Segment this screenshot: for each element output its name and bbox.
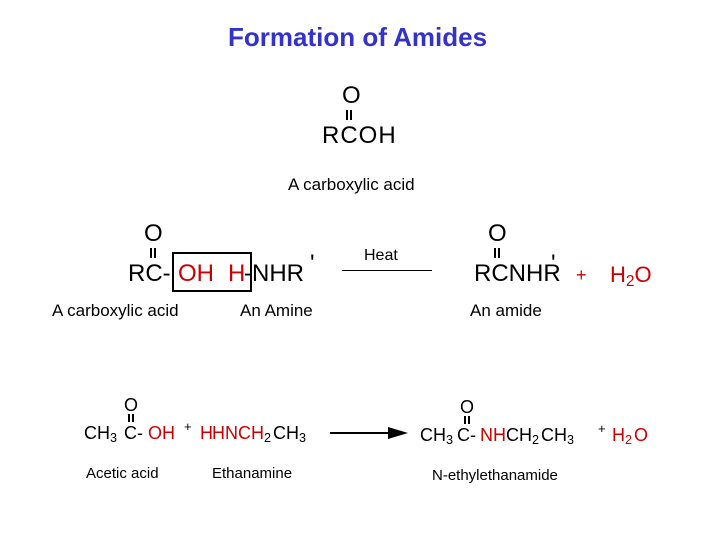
water-sub: 2 xyxy=(625,272,635,290)
bottom-c: C- xyxy=(124,423,143,443)
top-oxygen: O xyxy=(342,82,361,109)
top-double-bond xyxy=(346,110,352,120)
mid-oxygen: O xyxy=(144,220,163,247)
top-label: A carboxylic acid xyxy=(288,175,415,194)
bottom-ch3-sub: 3 xyxy=(110,431,118,446)
bottom-ch3: CH3 xyxy=(84,424,117,445)
bottom-product-plus: + xyxy=(598,421,606,436)
mid-oh: OH xyxy=(178,260,214,287)
bottom-ch: CH xyxy=(84,423,110,443)
bp-ch3b: CH xyxy=(541,425,568,445)
bw-h: H xyxy=(612,425,625,445)
mid-prime: ' xyxy=(310,250,315,277)
product-label: An amide xyxy=(470,301,542,320)
bp-ch2: CH xyxy=(506,425,533,445)
bottom-double-bond xyxy=(128,414,134,422)
top-formula: RCOH xyxy=(322,122,397,149)
bottom-amine-sub: 2 xyxy=(264,431,272,446)
page-title: Formation of Amides xyxy=(228,22,488,52)
bottom-reaction-arrow xyxy=(330,427,408,439)
bp-ch: CH xyxy=(420,425,446,445)
bottom-h: H xyxy=(200,423,213,443)
bottom-product-oxygen: O xyxy=(460,397,475,417)
bottom-amine-end: CH xyxy=(273,423,300,443)
mid-h: H xyxy=(228,260,246,287)
bottom-product-label: N-ethylethanamide xyxy=(432,467,558,484)
product-prime: ' xyxy=(551,250,556,277)
bp-nh: NH xyxy=(480,425,507,445)
mid-reactant2-label: An Amine xyxy=(240,301,313,320)
product-formula: RCNHR xyxy=(474,260,561,287)
bp-c: C- xyxy=(457,425,477,445)
bp-ch2-sub: 2 xyxy=(532,433,540,448)
bottom-amine-end-sub: 3 xyxy=(299,431,307,446)
bottom-amine-hn: HNCH xyxy=(212,423,264,443)
water-product: H2O xyxy=(610,262,652,290)
bw-o: O xyxy=(634,425,649,445)
bottom-reactant1-label: Acetic acid xyxy=(86,465,159,482)
water-h: H xyxy=(610,262,626,287)
bw-sub: 2 xyxy=(625,433,633,448)
mid-plus: + xyxy=(576,265,587,285)
product-double-bond xyxy=(494,248,500,258)
bottom-oh: OH xyxy=(148,423,175,443)
bottom-oxygen: O xyxy=(124,395,139,415)
mid-double-bond xyxy=(150,248,156,258)
arrow-heat-label: Heat xyxy=(364,247,398,264)
reaction-arrow-line xyxy=(342,270,432,271)
product-oxygen: O xyxy=(488,220,507,247)
bottom-reactant2-label: Ethanamine xyxy=(212,465,293,482)
mid-reactant1-label: A carboxylic acid xyxy=(52,301,179,320)
bp-ch3-sub: 3 xyxy=(446,433,454,448)
bottom-product-double-bond xyxy=(464,416,470,424)
mid-rc: RC- xyxy=(128,260,171,287)
mid-nhr: -NHR xyxy=(244,260,304,287)
water-removal-box xyxy=(172,252,252,292)
water-o: O xyxy=(634,262,652,287)
bp-ch3b-sub: 3 xyxy=(567,433,575,448)
bottom-plus: + xyxy=(184,419,192,434)
